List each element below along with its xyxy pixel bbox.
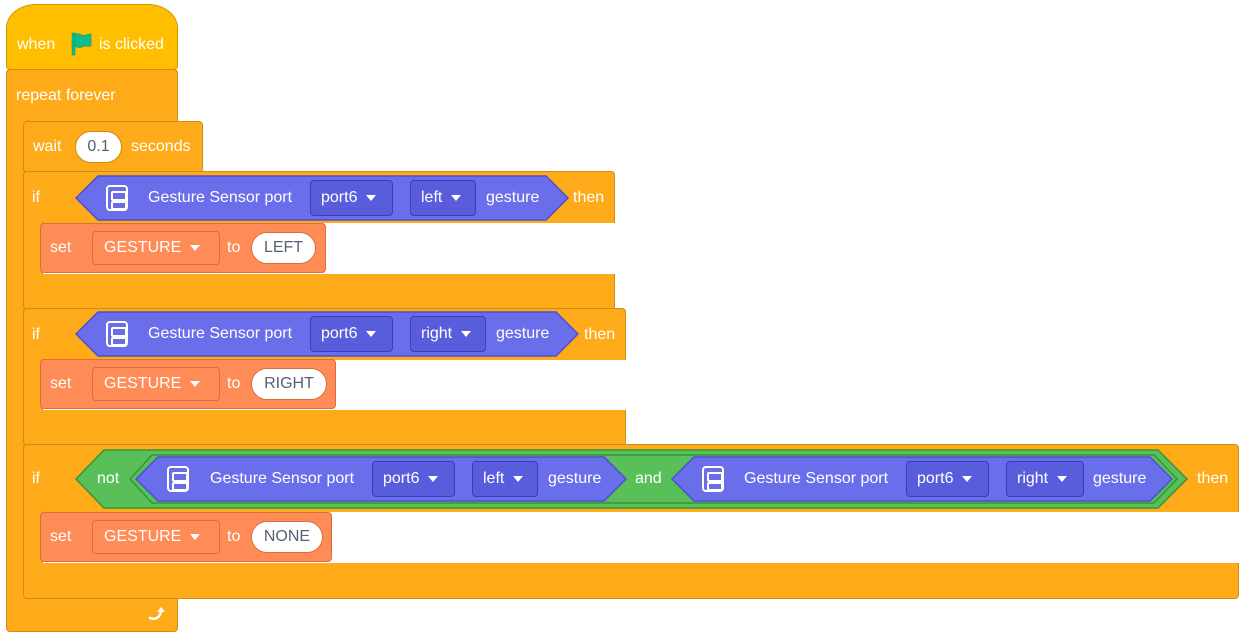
if1-then-label: then	[573, 189, 605, 206]
if2-direction-dropdown[interactable]: right	[410, 316, 486, 352]
not-label: not	[97, 470, 120, 487]
when-flag-clicked-block[interactable]: when is clicked	[6, 4, 178, 70]
wait-label: wait	[33, 138, 62, 155]
and-label: and	[635, 470, 662, 487]
if2-if-label: if	[32, 326, 40, 343]
gesture-sensor-icon	[702, 466, 724, 492]
if1-port-value: port6	[321, 189, 358, 206]
if2-port-value: port6	[321, 325, 358, 342]
chevron-down-icon	[1057, 476, 1068, 482]
if3-port-a-dropdown[interactable]: port6	[372, 461, 455, 497]
if3-direction-b-dropdown[interactable]: right	[1006, 461, 1084, 497]
chevron-down-icon	[962, 476, 973, 482]
if2-value-input[interactable]: RIGHT	[251, 368, 327, 400]
if1-direction-dropdown[interactable]: left	[410, 180, 476, 216]
if3-sensor-a-label: Gesture Sensor port	[210, 470, 355, 487]
if1-variable-dropdown[interactable]: GESTURE	[92, 231, 220, 265]
if3-bottom	[23, 563, 1239, 599]
if3-value-input[interactable]: NONE	[251, 521, 323, 553]
if3-direction-a-value: left	[483, 470, 505, 487]
if2-port-dropdown[interactable]: port6	[310, 316, 393, 352]
chevron-down-icon	[428, 476, 439, 482]
if2-sensor-label: Gesture Sensor port	[148, 325, 293, 342]
if3-direction-b-value: right	[1017, 470, 1049, 487]
if2-set-label: set	[50, 375, 72, 392]
if3-sensor-b-label: Gesture Sensor port	[744, 470, 889, 487]
chevron-down-icon	[366, 331, 377, 337]
repeat-forever-label: repeat forever	[16, 87, 116, 104]
if3-gesture-b-label: gesture	[1093, 470, 1147, 487]
chevron-down-icon	[190, 381, 201, 387]
if3-set-label: set	[50, 528, 72, 545]
chevron-down-icon	[451, 195, 462, 201]
repeat-forever-bottom[interactable]	[6, 598, 178, 632]
if3-port-b-dropdown[interactable]: port6	[906, 461, 989, 497]
if3-variable-value: GESTURE	[104, 528, 182, 545]
if1-port-dropdown[interactable]: port6	[310, 180, 393, 216]
chevron-down-icon	[461, 331, 472, 337]
when-label: when	[17, 36, 56, 53]
if1-set-label: set	[50, 239, 72, 256]
if3-variable-dropdown[interactable]: GESTURE	[92, 520, 220, 554]
if1-to-label: to	[227, 239, 241, 256]
if1-variable-value: GESTURE	[104, 239, 182, 256]
repeat-forever-top[interactable]	[6, 69, 178, 121]
if2-direction-value: right	[421, 325, 453, 342]
chevron-down-icon	[190, 534, 201, 540]
if3-gesture-a-label: gesture	[548, 470, 602, 487]
if1-gesture-label: gesture	[486, 189, 540, 206]
if2-then-label: then	[584, 326, 616, 343]
if3-if-label: if	[32, 470, 40, 487]
if2-variable-value: GESTURE	[104, 375, 182, 392]
is-clicked-label: is clicked	[99, 36, 164, 53]
gesture-sensor-icon	[167, 466, 189, 492]
if1-if-label: if	[32, 189, 40, 206]
chevron-down-icon	[366, 195, 377, 201]
if3-to-label: to	[227, 528, 241, 545]
if3-port-b-value: port6	[917, 470, 954, 487]
wait-seconds-input[interactable]: 0.1	[75, 131, 122, 163]
green-flag-icon	[69, 31, 95, 57]
loop-arrow-icon	[146, 603, 168, 625]
chevron-down-icon	[190, 245, 201, 251]
if2-to-label: to	[227, 375, 241, 392]
if3-then-label: then	[1197, 470, 1229, 487]
if1-direction-value: left	[421, 189, 443, 206]
if1-sensor-label: Gesture Sensor port	[148, 189, 293, 206]
gesture-sensor-icon	[106, 321, 128, 347]
chevron-down-icon	[513, 476, 524, 482]
if2-gesture-label: gesture	[496, 325, 550, 342]
if2-variable-dropdown[interactable]: GESTURE	[92, 367, 220, 401]
seconds-label: seconds	[131, 138, 191, 155]
if1-value-input[interactable]: LEFT	[251, 232, 316, 264]
if3-port-a-value: port6	[383, 470, 420, 487]
if3-direction-a-dropdown[interactable]: left	[472, 461, 538, 497]
gesture-sensor-icon	[106, 185, 128, 211]
